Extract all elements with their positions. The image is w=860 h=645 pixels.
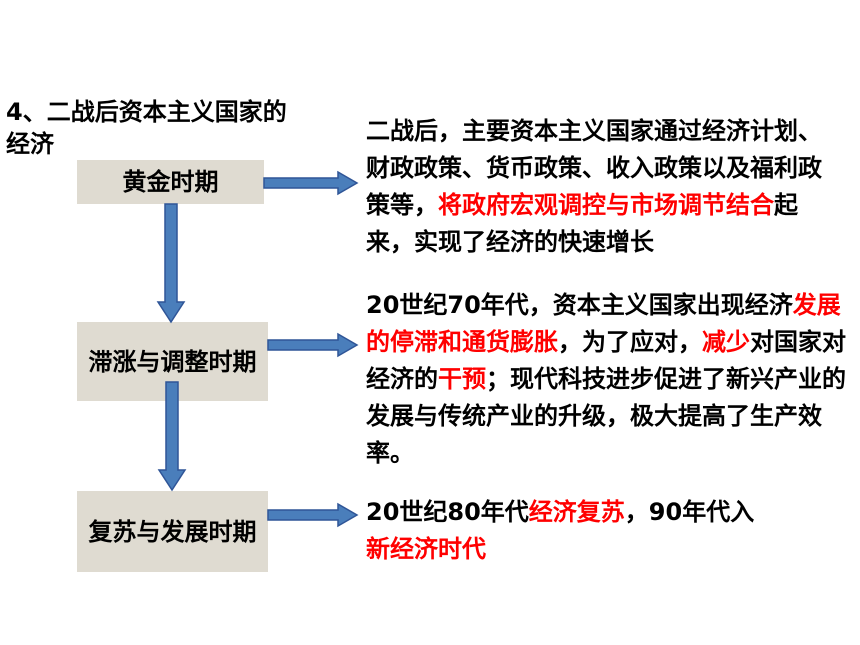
text-segment: ，为了应对，	[558, 328, 702, 356]
text-segment: 20世纪70年代，资本主义国家出现经济	[366, 291, 793, 319]
stage-box-golden-age: 黄金时期	[77, 160, 264, 204]
text-segment: ，90年代入	[624, 498, 755, 526]
highlight-segment: 发展的停滞和通货膨胀	[366, 291, 841, 356]
text-segment: 对国家对经济的	[366, 328, 846, 393]
text-segment: 20世纪80年代	[366, 498, 529, 526]
down-arrow-1	[156, 203, 186, 324]
highlight-segment: 将政府宏观调控与市场调节结合	[438, 191, 774, 219]
right-arrow-1	[263, 170, 359, 196]
down-arrow-2	[157, 381, 187, 492]
description-stagflation: 20世纪70年代，资本主义国家出现经济发展的停滞和通货膨胀，为了应对，减少对国家…	[366, 287, 846, 472]
text-segment: 起来，实现了经济的快速增长	[366, 191, 798, 256]
diagram-title: 4、二战后资本主义国家的经济	[6, 98, 287, 158]
highlight-segment: 经济复苏	[528, 498, 625, 526]
highlight-segment: 减少	[702, 328, 750, 356]
highlight-segment: 干预	[438, 365, 486, 393]
highlight-segment: 新经济时代	[366, 535, 486, 563]
description-recovery: 20世纪80年代经济复苏，90年代入新经济时代	[366, 494, 846, 568]
stage-box-recovery: 复苏与发展时期	[77, 491, 268, 572]
right-arrow-3	[267, 502, 359, 528]
description-golden-age: 二战后，主要资本主义国家通过经济计划、财政政策、货币政策、收入政策以及福利政策等…	[366, 113, 836, 261]
text-segment: 二战后，主要资本主义国家通过经济计划、财政政策、货币政策、收入政策以及福利政策等…	[366, 117, 822, 219]
text-segment: ；现代科技进步促进了新兴产业的发展与传统产业的升级，极大提高了生产效率。	[366, 365, 846, 467]
right-arrow-2	[267, 332, 359, 358]
